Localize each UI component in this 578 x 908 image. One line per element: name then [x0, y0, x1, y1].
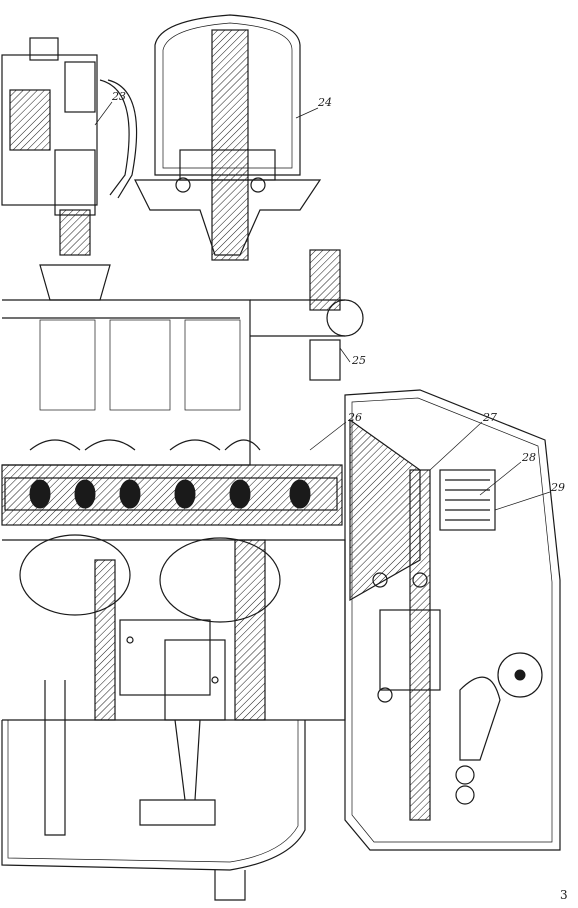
- oil-sump: [1, 680, 306, 901]
- carburettor-assembly: [1, 37, 138, 301]
- air-filter-housing: [134, 14, 322, 261]
- callout-25: 25: [351, 354, 366, 367]
- clutch-housing: [344, 389, 561, 851]
- leader-lines: [94, 101, 551, 511]
- callout-24: 24: [317, 96, 332, 109]
- callout-28: 28: [521, 451, 536, 464]
- crankcase: [2, 534, 346, 721]
- callout-23: 23: [111, 90, 126, 103]
- page-number: 3: [560, 888, 568, 902]
- callout-26: 26: [347, 411, 362, 424]
- camshaft: [1, 464, 343, 526]
- oil-filler-pipe: [250, 249, 364, 381]
- callout-27: 27: [482, 411, 497, 424]
- callout-29: 29: [550, 481, 565, 494]
- cylinder-block: [2, 299, 261, 466]
